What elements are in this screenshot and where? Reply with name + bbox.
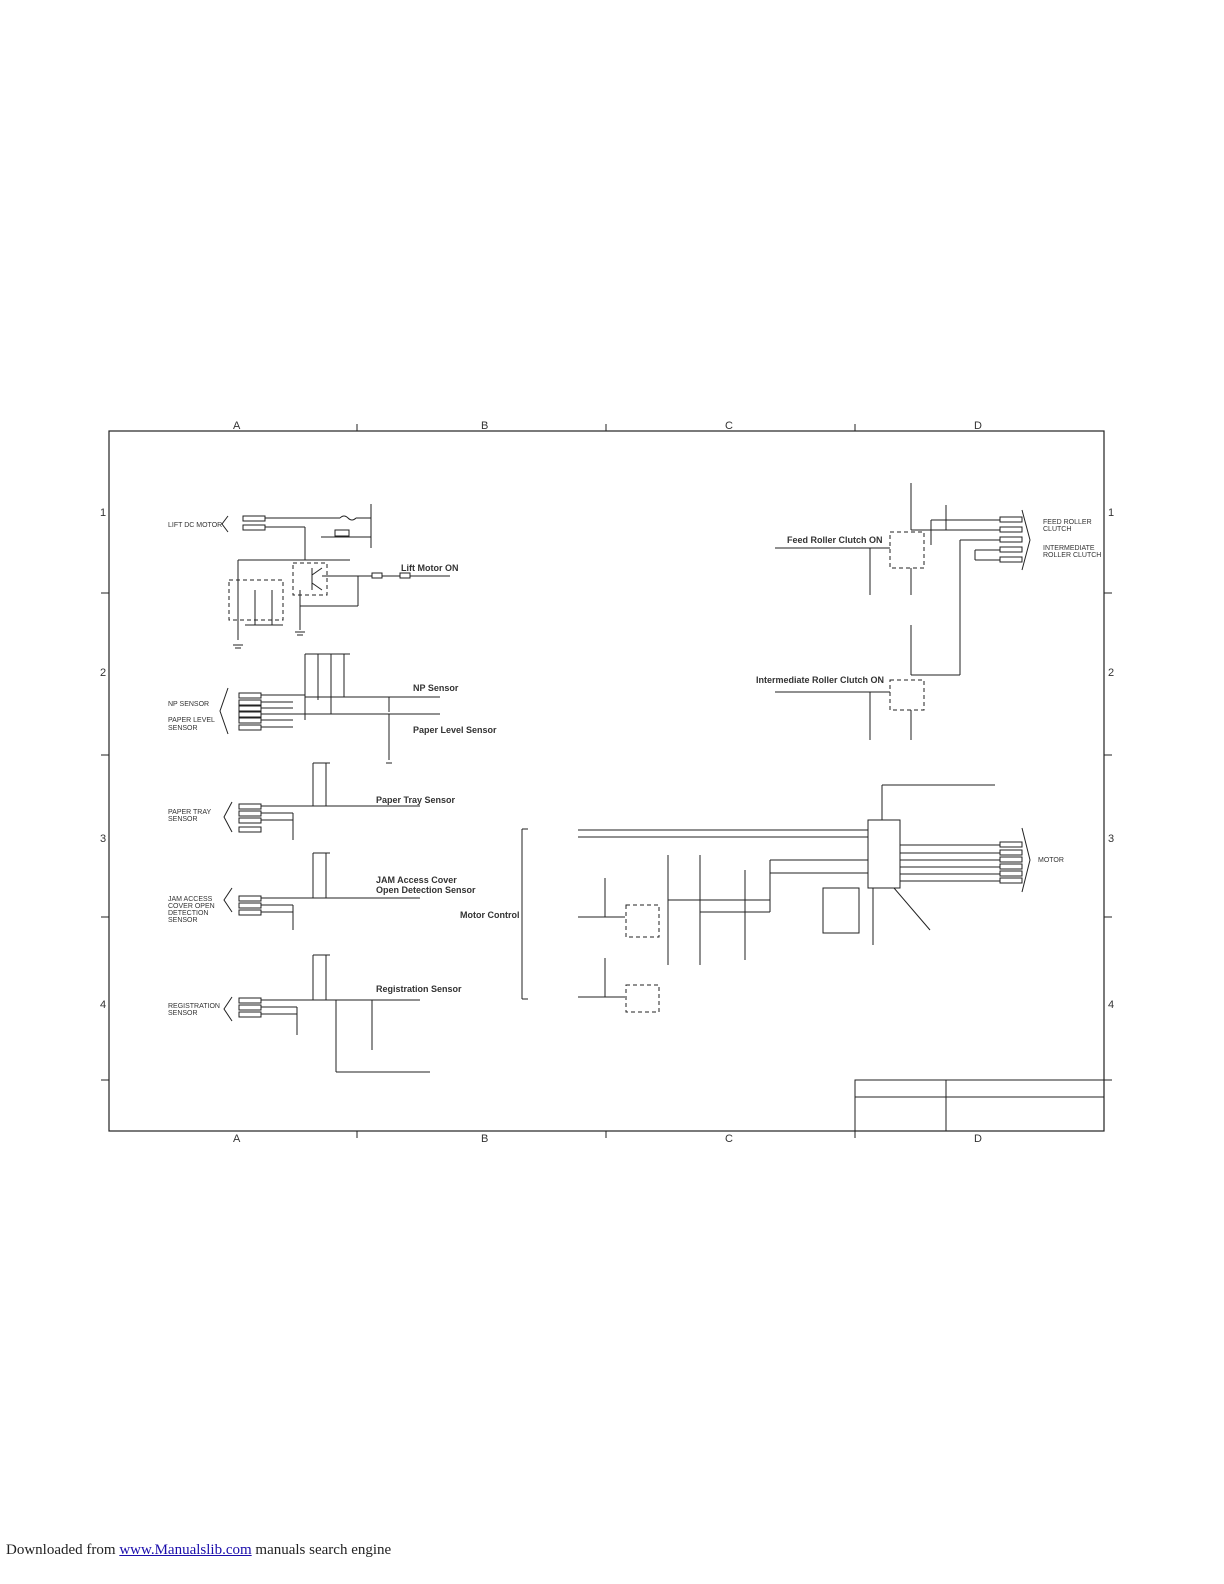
footer-suffix: manuals search engine [255, 1542, 392, 1558]
motor-label: MOTOR [1038, 857, 1064, 864]
paper-level-sensor-label-2: SENSOR [168, 725, 198, 732]
col-label-a-bottom: A [233, 1133, 241, 1145]
lift-motor-on-title: Lift Motor ON [401, 563, 459, 573]
row-label-3-left: 3 [100, 833, 106, 845]
row-label-1-left: 1 [100, 507, 106, 519]
row-label-4-left: 4 [100, 999, 106, 1011]
jam-cover-sensor-label-4: SENSOR [168, 917, 198, 924]
paper-level-sensor-title: Paper Level Sensor [413, 725, 497, 735]
col-label-b-bottom: B [481, 1133, 488, 1145]
lift-dc-motor-label: LIFT DC MOTOR [168, 522, 222, 529]
paper-tray-sensor-label-1: PAPER TRAY [168, 809, 212, 816]
paper-level-sensor-label-1: PAPER LEVEL [168, 717, 215, 724]
paper-tray-sensor-circuit [223, 762, 420, 840]
motor-control-circuit [521, 784, 1031, 1013]
registration-sensor-label-1: REGISTRATION [168, 1003, 220, 1010]
col-label-d-bottom: D [974, 1133, 982, 1145]
row-label-2-left: 2 [100, 667, 106, 679]
feed-roller-clutch-label-1: FEED ROLLER [1043, 519, 1092, 526]
jam-access-cover-title-1: JAM Access Cover [376, 875, 457, 885]
intermediate-roller-clutch-label-1: INTERMEDIATE [1043, 545, 1095, 552]
row-label-4-right: 4 [1108, 999, 1114, 1011]
registration-sensor-label-2: SENSOR [168, 1010, 198, 1017]
jam-cover-sensor-label-1: JAM ACCESS [168, 896, 213, 903]
col-label-c-bottom: C [725, 1133, 733, 1145]
registration-sensor-title: Registration Sensor [376, 984, 462, 994]
col-label-d-top: D [974, 420, 982, 432]
np-sensor-title: NP Sensor [413, 683, 459, 693]
footer-prefix: Downloaded from [6, 1542, 116, 1558]
row-label-3-right: 3 [1108, 833, 1114, 845]
jam-cover-sensor-label-2: COVER OPEN [168, 903, 215, 910]
jam-access-cover-circuit [223, 852, 420, 930]
paper-tray-sensor-label-2: SENSOR [168, 816, 198, 823]
manualslib-link[interactable]: www.Manualslib.com [119, 1542, 252, 1558]
footer-attribution: Downloaded from www.Manualslib.com manua… [6, 1542, 391, 1559]
intermediate-roller-clutch-on-title: Intermediate Roller Clutch ON [756, 675, 884, 685]
jam-access-cover-title-2: Open Detection Sensor [376, 885, 476, 895]
col-label-c-top: C [725, 420, 733, 432]
clutch-circuits [775, 483, 1031, 740]
registration-sensor-circuit [223, 954, 430, 1073]
np-sensor-label: NP SENSOR [168, 701, 209, 708]
np-sensor-circuit [219, 653, 440, 764]
motor-control-title: Motor Control [460, 910, 519, 920]
paper-tray-sensor-title: Paper Tray Sensor [376, 795, 456, 805]
row-label-2-right: 2 [1108, 667, 1114, 679]
feed-roller-clutch-on-title: Feed Roller Clutch ON [787, 535, 883, 545]
col-label-b-top: B [481, 420, 488, 432]
intermediate-roller-clutch-label-2: ROLLER CLUTCH [1043, 552, 1101, 559]
jam-cover-sensor-label-3: DETECTION [168, 910, 208, 917]
lift-motor-circuit [221, 504, 450, 649]
feed-roller-clutch-label-2: CLUTCH [1043, 526, 1071, 533]
drawing-frame [101, 424, 1112, 1138]
row-label-1-right: 1 [1108, 507, 1114, 519]
col-label-a-top: A [233, 420, 241, 432]
